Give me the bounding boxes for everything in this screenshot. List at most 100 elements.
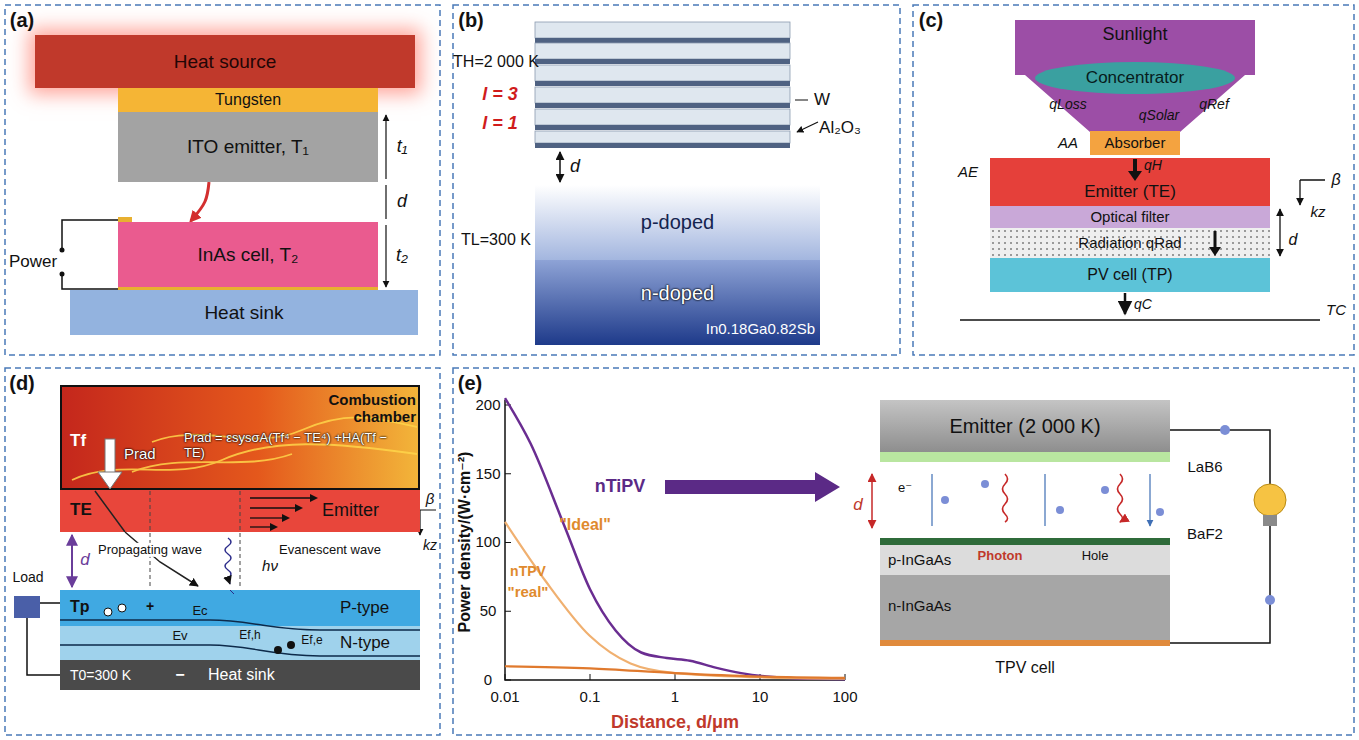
node-text: Concentrator xyxy=(1086,68,1184,88)
drawn-line xyxy=(1214,231,1217,248)
drawn-shape xyxy=(1209,247,1221,256)
figure-label: 1 xyxy=(671,689,679,706)
drawn-line xyxy=(250,517,282,518)
drawn-line xyxy=(150,491,240,532)
drawn-block xyxy=(535,87,790,103)
figure-label: 150 xyxy=(475,466,500,483)
figure-label: qH xyxy=(1144,158,1162,173)
node-text: n-doped xyxy=(535,282,820,305)
drawn-line xyxy=(505,542,511,543)
drawn-part xyxy=(60,626,420,656)
node-text: Combustion chamber xyxy=(298,391,416,426)
drawn-block xyxy=(105,439,115,473)
node-text: In0.18Ga0.82Sb xyxy=(675,320,815,337)
combustion-chamber: Combustion chamberTfPrad Prad = εsysσA(Tf… xyxy=(60,385,420,490)
drawn-block xyxy=(1263,515,1277,526)
figure-label: β xyxy=(1331,171,1340,189)
drawn-line xyxy=(505,611,511,612)
heat-sink: T0=300 KHeat sink xyxy=(60,660,420,690)
emitter-layer: Emitter (TE) xyxy=(990,158,1270,206)
node-text: Tf xyxy=(70,431,86,451)
drawn-line xyxy=(1300,180,1325,205)
figure-label: Ev xyxy=(172,629,187,643)
drawn-part xyxy=(1015,20,1255,132)
figure-label: 0 xyxy=(484,672,492,689)
figure-label: "real" xyxy=(508,584,549,601)
emitter-block: Emitter (2 000 K) xyxy=(880,400,1170,462)
figure-label: nTiPV xyxy=(595,477,646,497)
drawn-part xyxy=(72,417,417,480)
drawn-block xyxy=(535,22,790,38)
node-text: Prad = εsysσA(Tf⁴ − TE⁴) +HA(Tf − TE) xyxy=(184,431,410,461)
figure-label: 0.01 xyxy=(490,689,519,706)
figure-label: qC xyxy=(1134,297,1152,312)
drawn-part xyxy=(505,398,845,680)
figure-label: β xyxy=(426,491,435,508)
figure-label: 100 xyxy=(475,534,500,551)
node-text: ITO emitter, T₁ xyxy=(187,136,309,158)
drawn-line xyxy=(932,474,1150,526)
figure-label: l = 1 xyxy=(482,114,518,134)
p-doped-region: p-doped xyxy=(535,185,820,260)
drawn-line xyxy=(1279,209,1280,256)
figure-label: TC xyxy=(1326,302,1346,319)
cell-layer: InAs cell, T₂ xyxy=(118,222,378,287)
heat-sink: Heat sink xyxy=(70,290,418,335)
drawn-part xyxy=(1128,159,1142,181)
sunlight-beam: SunlightConcentrator xyxy=(1015,20,1255,132)
figure-label: hν xyxy=(262,558,278,575)
drawn-line xyxy=(505,398,845,679)
figure-label: qLoss xyxy=(1049,97,1086,112)
drawn-line xyxy=(420,510,436,535)
drawn-dot xyxy=(1156,508,1164,516)
drawn-line xyxy=(505,473,511,474)
node-text: Emitter xyxy=(322,500,379,521)
figure-label: 200 xyxy=(475,397,500,414)
drawn-dot xyxy=(1220,425,1230,435)
drawn-line xyxy=(505,522,845,679)
drawn-shape xyxy=(1015,20,1255,132)
figure-label: nTPV xyxy=(510,564,546,579)
node-text: Emitter (TE) xyxy=(990,182,1270,202)
drawn-block xyxy=(5,5,440,355)
node-text: P-type xyxy=(340,598,389,618)
drawn-line xyxy=(250,526,270,527)
figure-label: (b) xyxy=(458,9,484,31)
drawn-block xyxy=(535,43,790,59)
drawn-shape xyxy=(665,472,840,502)
drawn-line xyxy=(675,674,676,680)
drawn-dot xyxy=(1265,595,1275,605)
drawn-block xyxy=(453,368,1354,735)
drawn-block xyxy=(535,65,790,81)
drawn-dot xyxy=(118,604,126,612)
figure-label: − xyxy=(175,666,184,684)
drawn-dot xyxy=(60,272,65,277)
figure-label: t₁ xyxy=(397,137,408,157)
node-text: Tungsten xyxy=(215,91,281,109)
figure-label: (c) xyxy=(919,9,943,31)
drawn-block xyxy=(14,596,40,618)
drawn-shape xyxy=(270,523,278,531)
drawn-line xyxy=(125,532,198,586)
node-text: Heat sink xyxy=(208,666,275,684)
pv-cell: PV cell (TP) xyxy=(990,258,1270,292)
drawn-part xyxy=(60,590,420,626)
node-text: Sunlight xyxy=(1015,24,1255,45)
n-doped-region: n-dopedIn0.18Ga0.82Sb xyxy=(535,260,820,345)
figure-label: Hole xyxy=(1082,549,1109,563)
drawn-block xyxy=(535,103,790,108)
drawn-block xyxy=(913,5,1354,355)
figure-label: Ec xyxy=(192,604,207,618)
node-text: Optical filter xyxy=(1090,208,1169,225)
figure-label: Al₂O₃ xyxy=(819,119,861,138)
figure-label: Power density/(W·cm⁻²) xyxy=(456,452,474,633)
node-text: Prad xyxy=(124,445,156,462)
n-layer: n-InGaAs xyxy=(880,575,1170,640)
drawn-dot xyxy=(1101,486,1109,494)
drawn-shape xyxy=(310,494,318,502)
emitter-layer: TEEmitter xyxy=(60,490,420,532)
drawn-line xyxy=(62,220,118,289)
tungsten-layer: Tungsten xyxy=(118,88,378,112)
drawn-line xyxy=(150,533,240,588)
emitter-layer: ITO emitter, T₁ xyxy=(118,112,378,182)
